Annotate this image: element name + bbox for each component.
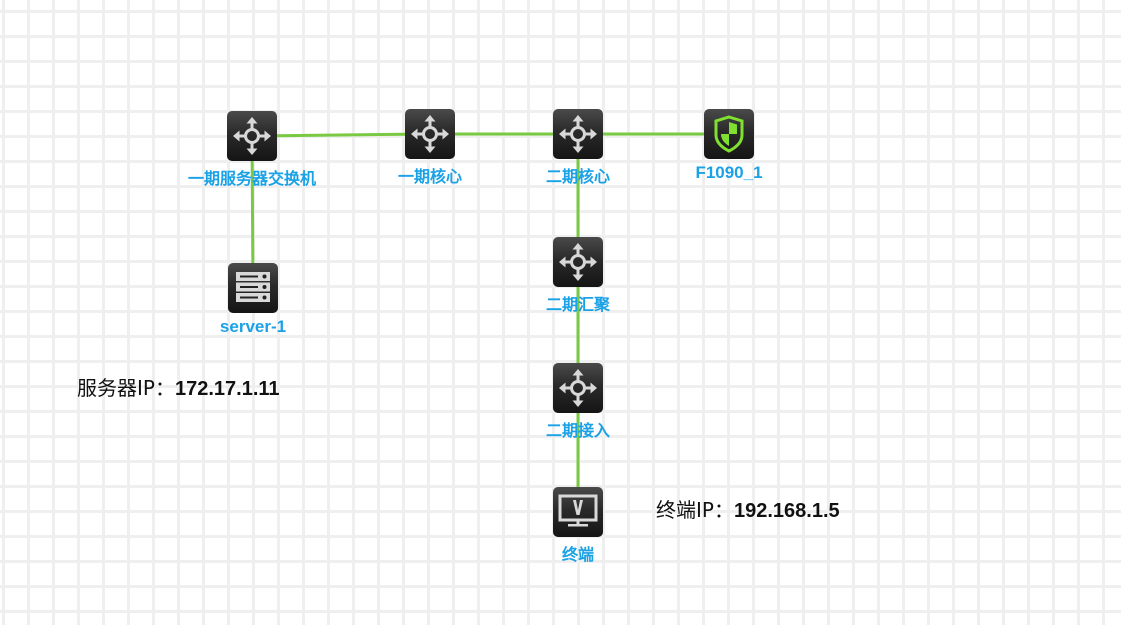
switch-icon	[227, 111, 277, 161]
node-label: 二期接入	[545, 421, 611, 440]
node-core-2[interactable]: 二期核心	[546, 109, 610, 186]
node-server-switch[interactable]: 一期服务器交换机	[188, 111, 316, 188]
node-server[interactable]: server-1	[220, 263, 286, 336]
link-srv_switch-server[interactable]	[250, 135, 255, 289]
node-terminal[interactable]: 终端	[553, 487, 603, 564]
node-aggregation-2[interactable]: 二期汇聚	[546, 237, 610, 314]
node-label: 一期核心	[397, 167, 463, 186]
node-label: 终端	[561, 545, 595, 564]
node-firewall[interactable]: F1090_1	[695, 109, 763, 182]
firewall-shield-icon	[704, 109, 754, 159]
node-core-1[interactable]: 一期核心	[398, 109, 462, 186]
server-icon	[228, 263, 278, 313]
server-ip-prefix: 服务器IP：	[77, 376, 175, 400]
switch-icon	[553, 237, 603, 287]
node-label: 二期汇聚	[545, 295, 611, 314]
switch-icon	[553, 363, 603, 413]
terminal-ip-annotation: 终端IP：192.168.1.5	[656, 494, 840, 523]
monitor-icon	[553, 487, 603, 537]
server-ip-annotation: 服务器IP：172.17.1.11	[77, 372, 280, 401]
link-srv_switch-core1[interactable]	[251, 132, 431, 138]
switch-icon	[405, 109, 455, 159]
node-label: 一期服务器交换机	[187, 169, 317, 188]
terminal-ip-prefix: 终端IP：	[656, 498, 734, 522]
terminal-ip-value: 192.168.1.5	[733, 500, 840, 522]
server-ip-value: 172.17.1.11	[174, 378, 280, 400]
node-label: F1090_1	[695, 163, 763, 182]
switch-icon	[553, 109, 603, 159]
node-access-2[interactable]: 二期接入	[546, 363, 610, 440]
node-label: server-1	[219, 317, 287, 336]
node-label: 二期核心	[545, 167, 611, 186]
